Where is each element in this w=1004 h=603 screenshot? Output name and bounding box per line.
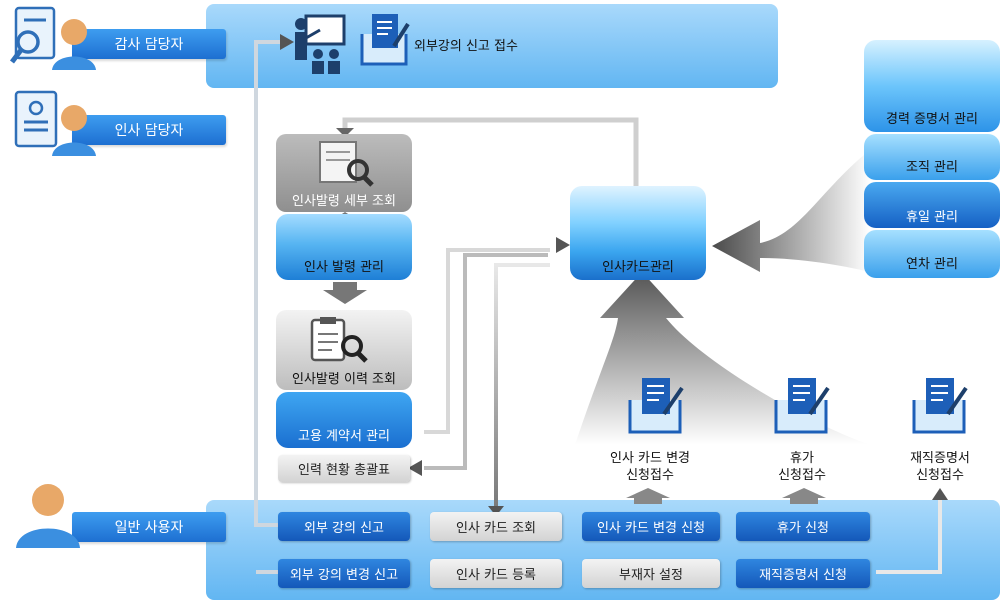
right-stack-label-4: 연차 관리 (906, 257, 958, 272)
external-lecture-report-label: 외부 강의 신고 (303, 521, 385, 536)
right-stack-label-3: 휴일 관리 (906, 210, 958, 225)
role-general: 일반 사용자 (72, 512, 226, 542)
right-stack-label-2: 조직 관리 (906, 160, 958, 175)
document-search-icon (319, 141, 374, 187)
leave-receipt-label: 휴가 신청접수 (778, 451, 826, 483)
general-user-icon (16, 484, 80, 548)
card-view-label: 인사 카드 조회 (455, 521, 537, 536)
card-change-request-label: 인사 카드 변경 신청 (596, 521, 706, 536)
absentee-setting-label: 부재자 설정 (619, 568, 683, 583)
role-auditor-label: 감사 담당자 (114, 37, 184, 53)
lecture-icon (295, 14, 346, 74)
role-hr-label: 인사 담당자 (114, 123, 184, 139)
leave-request-button[interactable]: 휴가 신청 (736, 512, 870, 541)
detail-view-box: 인사발령 세부 조회 (276, 134, 412, 212)
external-lecture-change-button[interactable]: 외부 강의 변경 신고 (278, 559, 410, 588)
card-change-request-button[interactable]: 인사 카드 변경 신청 (582, 512, 720, 541)
role-general-label: 일반 사용자 (114, 520, 184, 536)
right-stack-item-2 (864, 134, 1000, 180)
staffing-summary-button[interactable]: 인력 현황 총괄표 (278, 455, 410, 482)
contract-manage-box (276, 392, 412, 448)
right-stack-item-1 (864, 40, 1000, 132)
cert-receipt-label: 재직증명서 신청접수 (910, 451, 970, 483)
top-panel-label: 외부강의 신고 접수 (414, 39, 518, 54)
card-view-button[interactable]: 인사 카드 조회 (430, 512, 562, 541)
detail-view-label: 인사발령 세부 조회 (292, 194, 396, 209)
card-register-label: 인사 카드 등록 (455, 568, 537, 583)
cert-request-button[interactable]: 재직증명서 신청 (736, 559, 870, 588)
external-lecture-report-button[interactable]: 외부 강의 신고 (278, 512, 410, 541)
card-change-receipt-label: 인사 카드 변경 신청접수 (609, 451, 691, 483)
history-view-box: 인사발령 이력 조회 (276, 310, 412, 390)
right-stack-arrow (712, 150, 870, 272)
leave-request-label: 휴가 신청 (777, 521, 829, 536)
right-stack-label-1: 경력 증명서 관리 (886, 112, 978, 127)
appoint-manage-label: 인사 발령 관리 (303, 260, 385, 275)
appoint-manage-box (276, 214, 412, 280)
center-node-label: 인사카드관리 (602, 260, 674, 275)
absentee-setting-button[interactable]: 부재자 설정 (582, 559, 720, 588)
role-hr: 인사 담당자 (72, 115, 226, 145)
right-stack-item-3 (864, 182, 1000, 228)
role-auditor: 감사 담당자 (72, 29, 226, 59)
card-change-receipt-icon (628, 378, 684, 434)
report-icon (360, 14, 410, 66)
external-lecture-change-label: 외부 강의 변경 신고 (289, 568, 399, 583)
cert-request-label: 재직증명서 신청 (759, 568, 847, 583)
clipboard-search-icon (310, 317, 368, 363)
card-register-button[interactable]: 인사 카드 등록 (430, 559, 562, 588)
staffing-summary-label: 인력 현황 총괄표 (298, 463, 390, 478)
right-stack-item-4 (864, 230, 1000, 278)
auditor-icon (10, 6, 96, 70)
center-node (570, 186, 706, 280)
contract-manage-label: 고용 계약서 관리 (298, 429, 390, 444)
leave-receipt-icon (774, 378, 830, 434)
history-view-label: 인사발령 이력 조회 (292, 372, 396, 387)
cert-receipt-icon (912, 378, 968, 434)
hr-person-icon (14, 90, 96, 156)
